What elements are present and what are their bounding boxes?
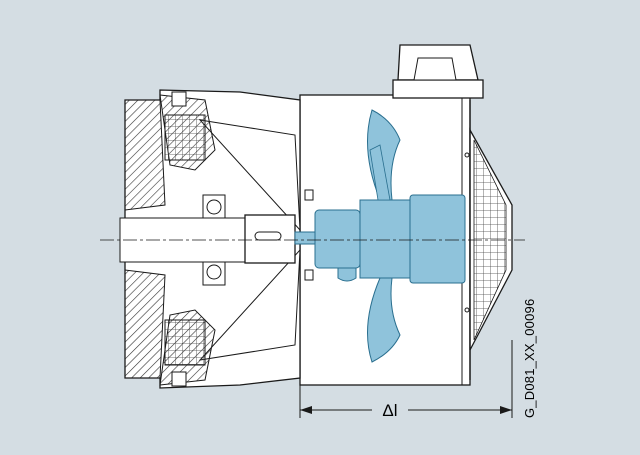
dimension-line: [299, 340, 513, 418]
flange-bolts: [171, 91, 314, 387]
terminal-box: [392, 44, 484, 99]
motor-shaft: [119, 214, 296, 264]
document-id: G_D081_XX_00096: [522, 298, 537, 418]
end-shield-section: [124, 94, 216, 386]
fan-unit: [294, 109, 466, 363]
dimension-label: Δl: [382, 401, 397, 420]
